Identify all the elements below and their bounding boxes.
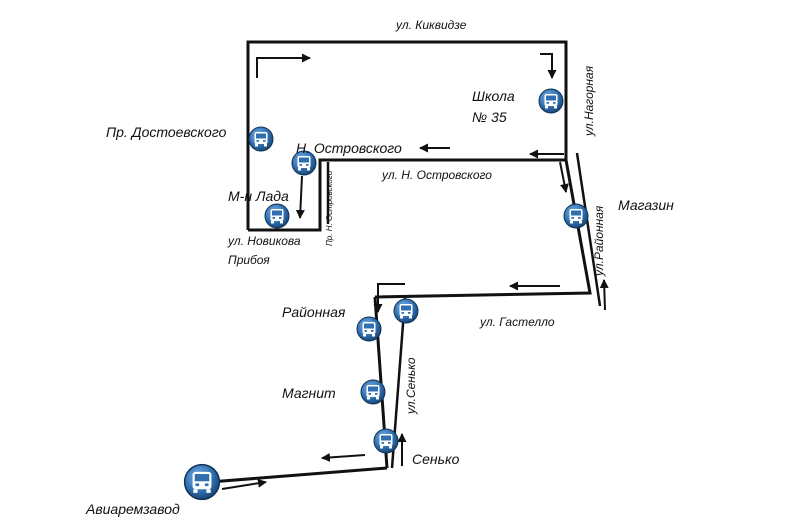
stop-label-n-ostrovskogo: Н. Островского — [296, 140, 402, 156]
arrow-icon — [321, 452, 366, 462]
arrow-icon — [221, 478, 267, 490]
street-label-novikova-2: Прибоя — [228, 253, 270, 267]
arrow-icon — [599, 279, 609, 311]
street-label-gastello: ул. Гастелло — [480, 315, 555, 329]
road-kikvidze — [246, 40, 568, 232]
street-label-senko: ул.Сенько — [404, 357, 418, 414]
bus-stop-icon — [183, 463, 221, 501]
street-label-rayonnaya: ул.Районная — [592, 205, 606, 276]
direction-arrows — [221, 53, 609, 490]
route-side-rayonnaya — [575, 152, 602, 307]
stop-label-school: Школа — [472, 88, 515, 104]
street-label-novikova-1: ул. Новикова — [228, 234, 301, 248]
arrow-icon — [373, 283, 405, 313]
street-label-pr-n-ostrovskogo: Пр. Н. Островского — [325, 170, 334, 246]
arrow-icon — [559, 161, 569, 193]
bus-stop-icon — [373, 428, 399, 454]
stop-label-rayonnaya: Районная — [282, 304, 346, 320]
bus-stop-icon — [538, 88, 564, 114]
stop-label-aviaremzavod: Авиаремзавод — [86, 501, 180, 517]
street-label-nagornaya: ул.Нагорная — [582, 65, 596, 136]
stop-label-magnit: Магнит — [282, 385, 336, 401]
bus-stop-icon — [248, 126, 274, 152]
bus-stop-icon — [393, 298, 419, 324]
bus-stop-icon — [563, 203, 589, 229]
bus-stop-icon — [264, 203, 290, 229]
stop-label-magazin: Магазин — [618, 197, 674, 213]
stop-label-school-number: № 35 — [472, 109, 507, 125]
stop-label-senko: Сенько — [412, 451, 460, 467]
stop-label-m-lada: М-н Лада — [228, 188, 289, 204]
street-label-kikvidze: ул. Киквидзе — [396, 18, 467, 32]
arrow-icon — [295, 175, 305, 219]
arrow-icon — [256, 53, 311, 78]
street-label-n-ostrovskogo: ул. Н. Островского — [382, 168, 492, 182]
stop-label-pr-dostoevskogo: Пр. Достоевского — [106, 124, 227, 140]
arrow-icon — [540, 53, 557, 79]
bus-stop-icon — [360, 379, 386, 405]
road-aviaremzavod — [209, 466, 388, 484]
bus-stop-icon — [356, 316, 382, 342]
